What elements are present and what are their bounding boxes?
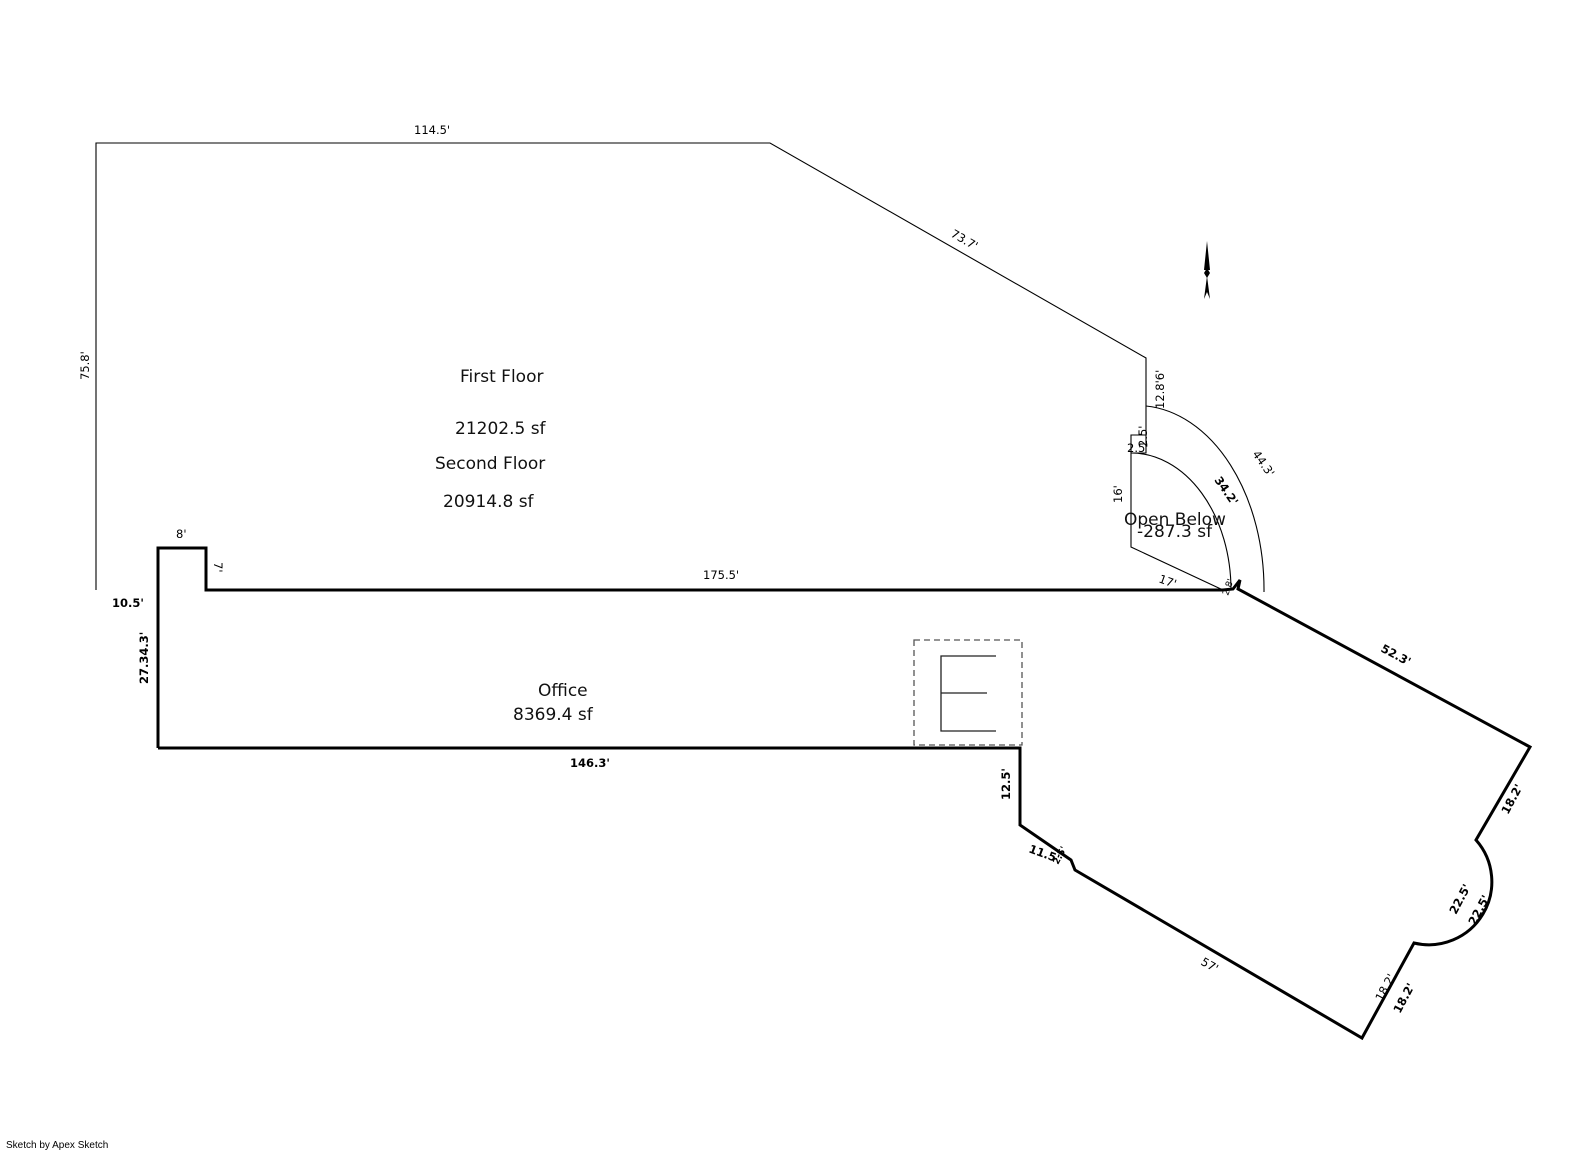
dim-arc-outer: 44.3' [1250,448,1278,480]
open-below-step [1131,435,1147,454]
dim-base-right: 17' [1157,572,1179,591]
sketch-credit: Sketch by Apex Sketch [6,1140,108,1151]
dim-diagonal-upper: 73.7' [949,226,981,253]
dim-open-left: 16' [1111,485,1125,503]
open-below-size: -287.3 sf [1137,522,1213,542]
north-arrow-icon [1204,241,1210,299]
dim-notch-top: 8' [176,527,186,541]
dim-wing-right: 18.2' [1498,782,1525,817]
dim-office-left: 27.34.3' [137,632,151,684]
first-floor-label: First Floor [460,367,543,387]
dim-left: 75.8' [78,351,92,380]
dim-office-step: 12.5' [999,768,1013,800]
elevator-box [913,639,1023,746]
dim-step-small-b: 2.5' [1136,426,1150,447]
dim-wing-upper: 52.3' [1379,641,1414,668]
second-floor-size: 20914.8 sf [443,492,535,512]
office-label: Office [538,681,588,701]
dim-left-bottom: 10.5' [112,596,144,610]
dim-arc-inner: 34.2' [1212,474,1242,508]
first-floor-size: 21202.5 sf [455,419,547,439]
elevator-icon [940,655,996,732]
dim-office-bottom: 146.3' [570,756,610,770]
dim-corner-small: 2.8' [1221,578,1236,597]
second-floor-label: Second Floor [435,454,545,474]
dim-wing-lower-a: 18.2' [1372,971,1398,1003]
outer-arc [1145,405,1265,593]
office-size: 8369.4 sf [513,705,594,725]
dim-wing-lower-b: 18.2' [1390,981,1417,1016]
dim-wing-arc-b: 22.5' [1465,893,1492,928]
first-floor-outline [95,142,1224,591]
dim-notch-side: 7' [211,562,225,572]
dim-wing-bottom: 57' [1199,954,1221,975]
open-below-label: Open Below [1124,510,1226,530]
dim-step-right-upper: 12.8'6' [1153,370,1167,409]
dim-step-small: 2.5' [1127,441,1148,455]
office-outline [156,546,1533,1041]
open-below-arc [1130,452,1232,591]
dim-base-long: 175.5' [703,568,739,582]
dim-top: 114.5' [414,123,450,137]
